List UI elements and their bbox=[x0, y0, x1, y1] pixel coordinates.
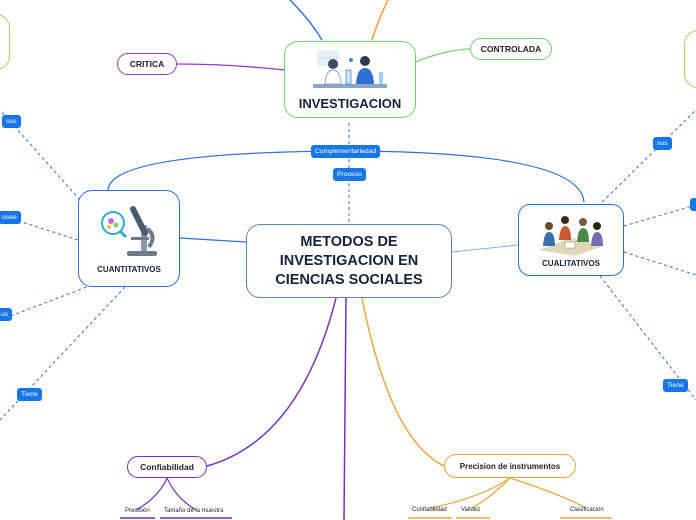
edge-central-confiabilidad bbox=[206, 297, 337, 467]
cuantitativos-label: CUANTITATIVOS bbox=[97, 265, 161, 274]
tag-sus-right[interactable]: sus bbox=[653, 137, 672, 150]
cualitativos-node[interactable]: CUALITATIVOS bbox=[518, 204, 624, 276]
edge-central-precision bbox=[361, 297, 445, 467]
edge-cuali-r3 bbox=[623, 251, 696, 276]
tag-proceso[interactable]: Proceso bbox=[333, 168, 366, 181]
edge-central-bottom bbox=[343, 297, 347, 520]
edge-central-cuali bbox=[451, 244, 519, 253]
tag-sus-left[interactable]: sus bbox=[2, 115, 21, 128]
central-line-2: INVESTIGACION EN bbox=[279, 252, 419, 269]
tag-posee-left[interactable]: osee bbox=[0, 211, 21, 224]
precision-instrumentos-node[interactable]: Precision de instrumentos bbox=[444, 454, 576, 478]
edge-conf-precision bbox=[135, 477, 168, 511]
tag-tiene-left[interactable]: Tiene bbox=[17, 388, 42, 401]
edge-prec-validez bbox=[471, 477, 511, 509]
edge-controlada bbox=[415, 48, 471, 63]
edge-top-orange bbox=[371, 0, 389, 41]
tag-tiene-right[interactable]: Tiene bbox=[663, 379, 688, 392]
edge-prec-confiabilidad bbox=[429, 477, 511, 509]
edge-central-cuanti bbox=[179, 237, 247, 243]
leaf-precision[interactable]: Precisión bbox=[125, 508, 150, 514]
leaf-tamano-muestra[interactable]: Tamaño de la muestra bbox=[164, 508, 224, 514]
edge-cuali-tiene bbox=[599, 275, 696, 401]
leaf-validez[interactable]: Validez bbox=[461, 507, 481, 513]
microscope-icon bbox=[101, 206, 157, 256]
cuantitativos-node[interactable]: CUANTITATIVOS bbox=[78, 190, 180, 287]
leaf-clasificacion[interactable]: Clasificación bbox=[570, 507, 604, 513]
central-line-3: CIENCIAS SOCIALES bbox=[275, 271, 423, 288]
confiabilidad-node[interactable]: Confiabilidad bbox=[127, 456, 207, 478]
group-meeting-icon bbox=[539, 216, 603, 256]
edge-cuali-r2 bbox=[623, 204, 696, 227]
controlada-node[interactable]: CONTROLADA bbox=[470, 38, 552, 60]
offscreen-node-left[interactable] bbox=[0, 14, 10, 70]
cualitativos-label: CUALITATIVOS bbox=[542, 259, 600, 268]
investigacion-node[interactable]: INVESTIGACION bbox=[284, 41, 416, 118]
edge-prec-clasificacion bbox=[509, 477, 587, 509]
investigacion-label: INVESTIGACION bbox=[298, 96, 402, 111]
tag-us-left[interactable]: us bbox=[0, 308, 13, 321]
tag-right-edge[interactable] bbox=[690, 198, 696, 211]
central-line-1: METODOS DE bbox=[300, 233, 398, 250]
central-topic[interactable]: METODOS DE INVESTIGACION EN CIENCIAS SOC… bbox=[246, 224, 452, 298]
scientists-lab-icon bbox=[313, 50, 387, 88]
critica-node[interactable]: CRITICA bbox=[117, 53, 177, 75]
offscreen-node-right[interactable] bbox=[684, 30, 696, 88]
leaf-confiabilidad[interactable]: Confiabilidad bbox=[412, 507, 447, 513]
edge-cuali-sus bbox=[597, 109, 696, 207]
edge-conf-tamano bbox=[166, 477, 197, 511]
edge-cuanti-sus bbox=[0, 109, 81, 201]
edge-critica bbox=[176, 63, 285, 71]
edge-cuanti-us bbox=[0, 284, 93, 321]
edge-top-blue bbox=[289, 0, 323, 41]
tag-complementariedad[interactable]: Complementariedad bbox=[311, 145, 381, 158]
